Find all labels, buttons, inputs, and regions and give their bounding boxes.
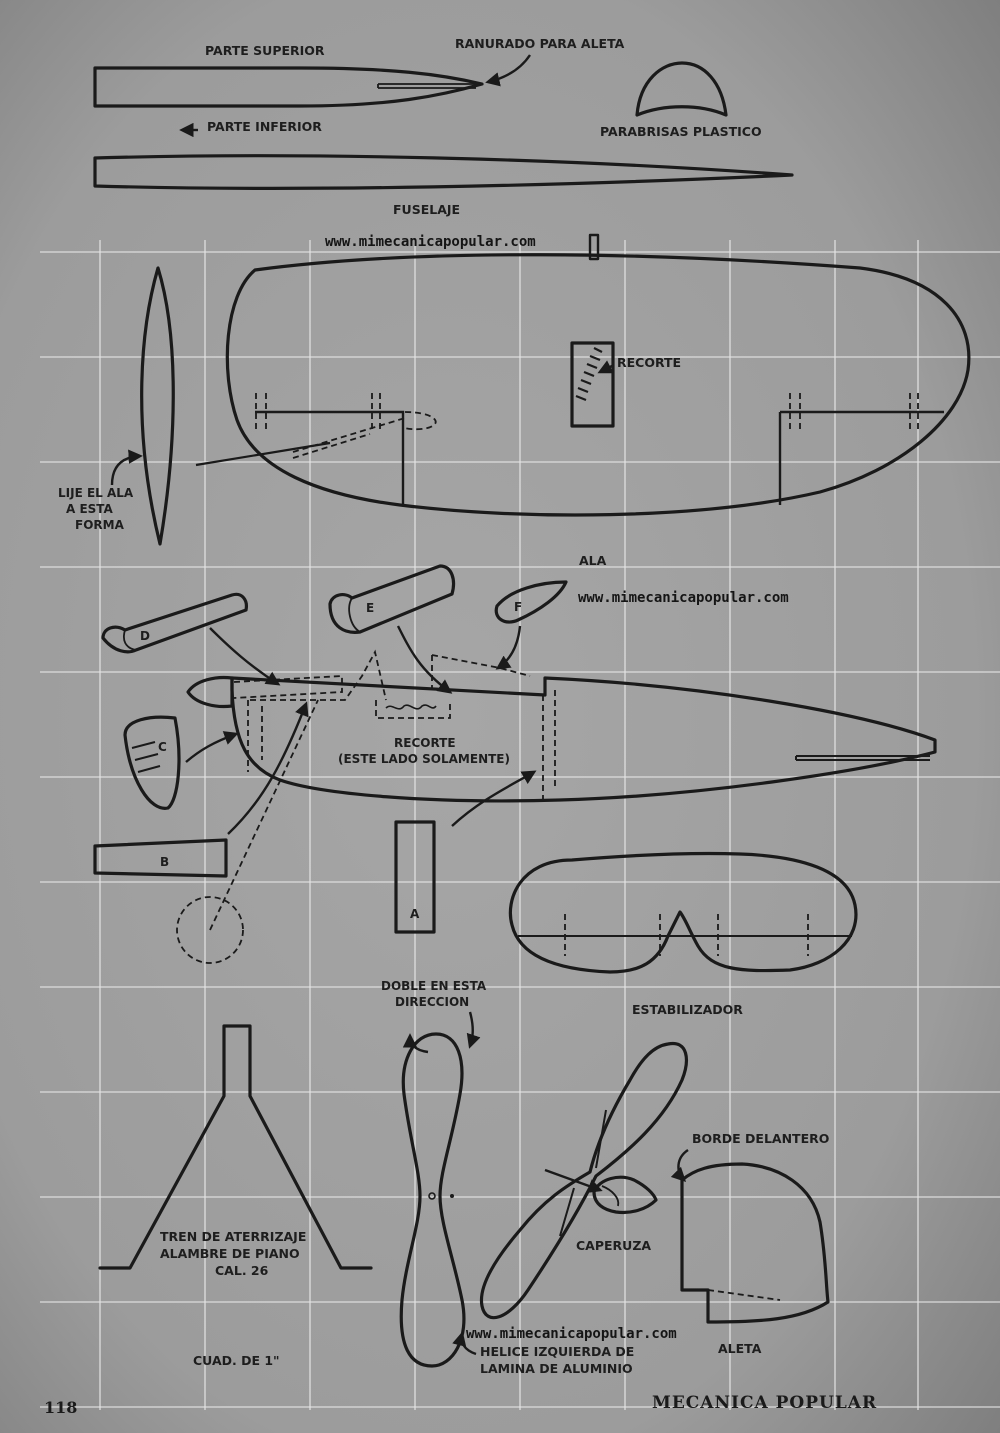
label-doble-2: DIRECCION xyxy=(395,995,469,1009)
grid-lines xyxy=(40,240,1000,1410)
spinner-piece xyxy=(592,1175,658,1215)
label-aleta: ALETA xyxy=(718,1341,762,1356)
label-part-b: B xyxy=(160,855,169,869)
lije-arrow xyxy=(110,449,143,486)
arrow-b xyxy=(227,701,309,835)
borde-arrow xyxy=(670,1149,689,1183)
arrow-c xyxy=(185,731,239,763)
label-cuad: CUAD. DE 1" xyxy=(193,1353,280,1368)
block-b xyxy=(93,838,228,878)
arrow-a xyxy=(451,770,537,827)
label-parabrisas: PARABRISAS PLASTICO xyxy=(600,124,762,139)
label-recorte-side-2: (ESTE LADO SOLAMENTE) xyxy=(338,752,510,766)
watermark-middle: www.mimecanicapopular.com xyxy=(578,590,789,606)
label-parte-superior: PARTE SUPERIOR xyxy=(205,43,325,58)
block-e xyxy=(328,564,456,634)
windshield-piece xyxy=(635,61,728,117)
fin-piece xyxy=(680,1162,830,1324)
label-fuselaje: FUSELAJE xyxy=(393,202,460,217)
label-part-a: A xyxy=(410,907,420,921)
wheel-outline xyxy=(176,896,244,964)
wing-piece xyxy=(195,233,971,517)
fuselage-top-piece xyxy=(93,66,484,108)
fuselage-bottom-piece xyxy=(93,154,794,190)
label-helice-1: HELICE IZQUIERDA DE xyxy=(480,1344,634,1359)
label-tren-2: ALAMBRE DE PIANO xyxy=(160,1246,300,1261)
label-recorte-side: RECORTE xyxy=(394,736,456,750)
nose-block xyxy=(186,675,234,709)
label-tren-1: TREN DE ATERRIZAJE xyxy=(160,1229,306,1244)
label-lije-1: LIJE EL ALA xyxy=(58,486,134,500)
label-helice-2: LAMINA DE ALUMINIO xyxy=(480,1361,633,1376)
arrow-d xyxy=(209,627,281,686)
ranurado-arrow xyxy=(485,54,531,87)
wheel-strut-dash xyxy=(209,699,319,931)
label-doble-1: DOBLE EN ESTA xyxy=(381,979,487,993)
recorte-wing-arrow xyxy=(597,360,615,374)
label-lije-2: A ESTA xyxy=(66,502,114,516)
label-estabilizador: ESTABILIZADOR xyxy=(632,1002,743,1017)
block-c xyxy=(123,715,181,810)
label-part-c: C xyxy=(158,740,167,754)
label-tren-3: CAL. 26 xyxy=(215,1263,269,1278)
doble-arrow-left xyxy=(402,1033,429,1054)
spinner-arrow xyxy=(544,1168,603,1193)
label-borde: BORDE DELANTERO xyxy=(692,1131,829,1146)
block-d xyxy=(101,592,248,654)
landing-gear-wire xyxy=(98,1024,373,1270)
magazine-title: MECANICA POPULAR xyxy=(652,1393,877,1413)
label-lije-3: FORMA xyxy=(75,518,125,532)
doble-arrow-right xyxy=(466,1011,481,1049)
label-ala: ALA xyxy=(579,553,607,568)
wing-profile xyxy=(140,266,175,546)
page-number: 118 xyxy=(44,1398,77,1417)
propeller-flat-piece xyxy=(399,1032,466,1368)
arrow-e xyxy=(396,625,453,694)
label-ranurado: RANURADO PARA ALETA xyxy=(455,36,625,51)
label-parte-inferior: PARTE INFERIOR xyxy=(207,119,322,134)
label-part-e: E xyxy=(366,601,374,615)
propeller-twisted-piece xyxy=(479,1041,688,1320)
block-a xyxy=(394,820,436,934)
stabilizer-piece xyxy=(508,851,858,974)
arrow-f xyxy=(495,625,522,670)
label-part-f: F xyxy=(514,600,522,614)
label-part-d: D xyxy=(140,629,150,643)
label-recorte-wing: RECORTE xyxy=(617,355,681,370)
label-caperuza: CAPERUZA xyxy=(576,1238,651,1253)
watermark-top: www.mimecanicapopular.com xyxy=(325,234,536,250)
helice-arrow xyxy=(452,1331,477,1356)
watermark-bottom: www.mimecanicapopular.com xyxy=(466,1326,677,1342)
block-f xyxy=(494,580,568,624)
